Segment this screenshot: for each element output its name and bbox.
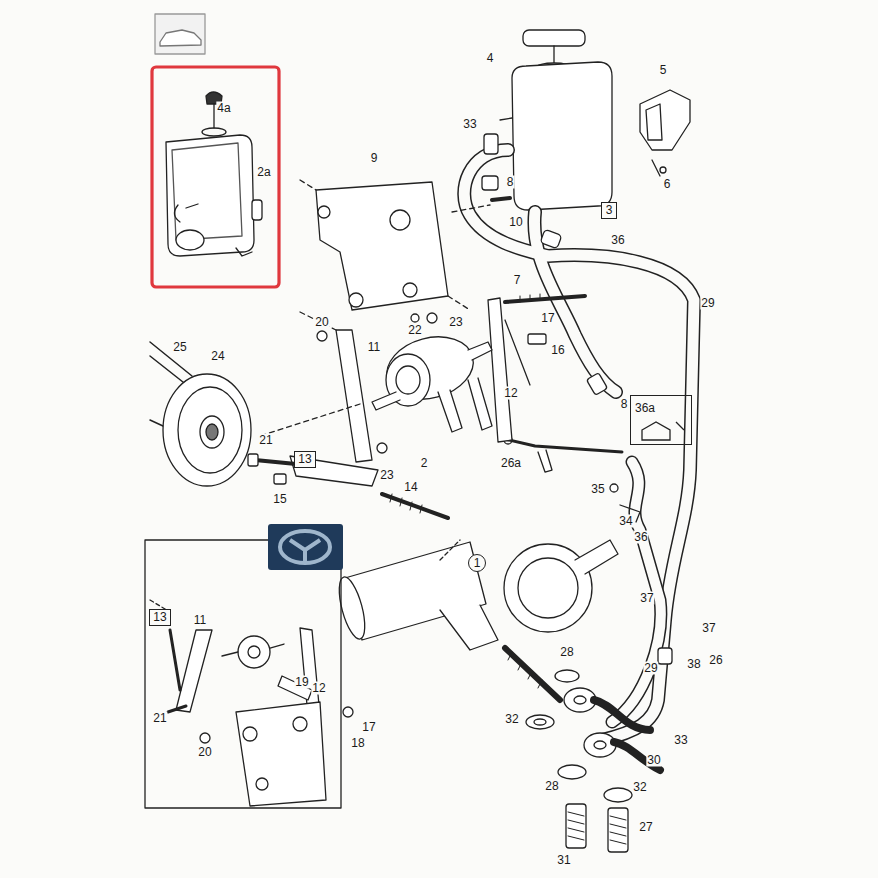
callout-number: 29 — [643, 662, 658, 675]
callout-number: 7 — [513, 274, 522, 287]
callout-number: 3 — [606, 204, 613, 217]
callout-number: 30 — [646, 754, 661, 767]
callout-number: 23 — [448, 316, 463, 329]
callout-number: 24 — [210, 350, 225, 363]
callout-number: 10 — [508, 216, 523, 229]
callout-number: 18 — [350, 737, 365, 750]
callout-number: 20 — [314, 316, 329, 329]
callout-number: 37 — [701, 622, 716, 635]
callout-number: 32 — [632, 781, 647, 794]
callout-number: 17 — [540, 312, 555, 325]
callout-number: 35 — [590, 483, 605, 496]
callout-number: 11 — [367, 341, 381, 354]
callout-number: 15 — [272, 493, 287, 506]
callout-number: 21 — [258, 434, 273, 447]
callout-number: 17 — [361, 721, 376, 734]
callout-number: 32 — [504, 713, 519, 726]
callout-number: 11 — [193, 614, 207, 627]
callout-number: 28 — [559, 646, 574, 659]
callout-number: 26 — [708, 654, 723, 667]
callout-number: 25 — [172, 341, 187, 354]
callout-number: 31 — [556, 854, 571, 867]
callout-number: 33 — [673, 734, 688, 747]
detail-box: 36a — [630, 395, 692, 445]
circled-callout: 1 — [468, 554, 486, 572]
logo — [268, 524, 343, 570]
callout-number: 1 — [474, 557, 481, 570]
callout-number: 28 — [544, 780, 559, 793]
callout-number: 2a — [256, 166, 271, 179]
callout-number: 14 — [403, 481, 418, 494]
boxed-callout: 13 — [294, 451, 316, 468]
callout-number: 4a — [216, 102, 231, 115]
callout-number: 9 — [370, 152, 379, 165]
boxed-callout: 3 — [601, 202, 617, 219]
callout-number: 21 — [152, 712, 167, 725]
callout-number: 13 — [153, 611, 166, 624]
callout-number: 4 — [486, 52, 495, 65]
callout-number: 29 — [700, 297, 715, 310]
callout-number: 36 — [633, 531, 648, 544]
callout-number: 23 — [379, 469, 394, 482]
callout-number: 33 — [462, 118, 477, 131]
callout-number: 36a — [635, 402, 655, 415]
callout-number: 20 — [197, 746, 212, 759]
callout-number: 2 — [420, 457, 429, 470]
callout-number: 27 — [638, 821, 653, 834]
callout-number: 38 — [686, 658, 701, 671]
callout-number: 13 — [298, 453, 311, 466]
callout-number: 16 — [550, 344, 565, 357]
callout-number: 6 — [663, 178, 672, 191]
boxed-callout: 13 — [149, 609, 171, 626]
callout-number: 37 — [639, 592, 654, 605]
callout-number: 34 — [618, 515, 633, 528]
callout-number: 26a — [500, 457, 522, 470]
callout-number: 36 — [610, 234, 625, 247]
callout-number: 22 — [407, 324, 422, 337]
callout-number: 12 — [503, 387, 518, 400]
callout-number: 12 — [311, 682, 326, 695]
callout-number: 19 — [294, 676, 309, 689]
callout-number: 8 — [620, 398, 629, 411]
callout-number: 5 — [659, 64, 668, 77]
callout-number: 8 — [506, 176, 515, 189]
